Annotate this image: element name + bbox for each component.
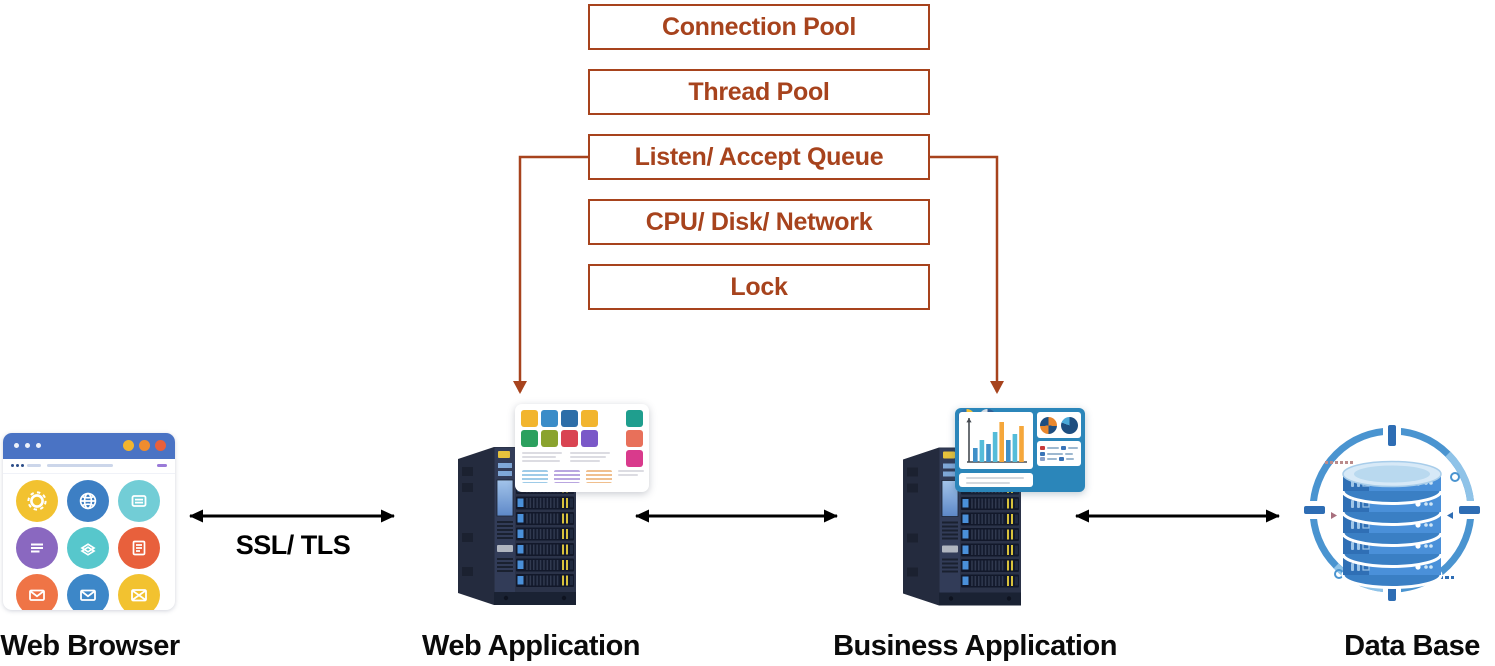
- pie-chart-icon: [1060, 416, 1078, 434]
- toolbar-dash: [157, 464, 167, 467]
- dashboard-legend-lines: [1037, 441, 1081, 466]
- browser-app-grid: [3, 474, 175, 610]
- dashboard-bar-chart: [959, 412, 1033, 469]
- dashboard-pies-top: [1037, 412, 1081, 438]
- ssl-tls-label: SSL/ TLS: [235, 530, 351, 560]
- card-icon: [118, 480, 160, 522]
- globe-icon: [67, 480, 109, 522]
- pie-chart-icon: [1040, 416, 1058, 434]
- browser-toolbar: [3, 459, 175, 474]
- card-text-lines: [522, 452, 610, 462]
- database-icon: [1303, 424, 1481, 602]
- database-cylinder: [1341, 460, 1443, 589]
- window-dots-left: [14, 443, 41, 448]
- business-application-label: Business Application: [833, 630, 1117, 662]
- mail-icon: [67, 574, 109, 610]
- document-icon: [118, 527, 160, 569]
- layers-icon: [67, 527, 109, 569]
- mail-icon: [16, 574, 58, 610]
- database-label: Data Base: [1344, 630, 1480, 662]
- resource-box-lock: Lock: [588, 264, 930, 310]
- dashboard-text-strip: [959, 473, 1033, 487]
- window-dots-right: [123, 440, 166, 451]
- app-icon-rows: [521, 410, 598, 447]
- toolbar-line: [27, 464, 41, 467]
- mail-close-icon: [118, 574, 160, 610]
- text-lines-icon: [16, 527, 58, 569]
- app-icons-card: [515, 404, 649, 492]
- queue-to-web-application-arrow: [513, 155, 589, 394]
- settings-icon: [16, 480, 58, 522]
- toolbar-line: [47, 464, 113, 467]
- queue-to-business-application-arrow: [929, 155, 1004, 394]
- resource-box-listen-accept-queue: Listen/ Accept Queue: [588, 134, 930, 180]
- web-browser-icon: [3, 433, 175, 610]
- analytics-dashboard-card: [955, 408, 1085, 492]
- app-icon-side-column: [626, 410, 643, 467]
- browser-title-bar: [3, 433, 175, 459]
- resource-box-thread-pool: Thread Pool: [588, 69, 930, 115]
- toolbar-dots: [11, 464, 24, 467]
- web-browser-label: Web Browser: [0, 630, 180, 662]
- resource-box-cpu-disk-network: CPU/ Disk/ Network: [588, 199, 930, 245]
- resource-box-connection-pool: Connection Pool: [588, 4, 930, 50]
- web-application-label: Web Application: [421, 630, 641, 662]
- card-color-chips: [522, 470, 644, 483]
